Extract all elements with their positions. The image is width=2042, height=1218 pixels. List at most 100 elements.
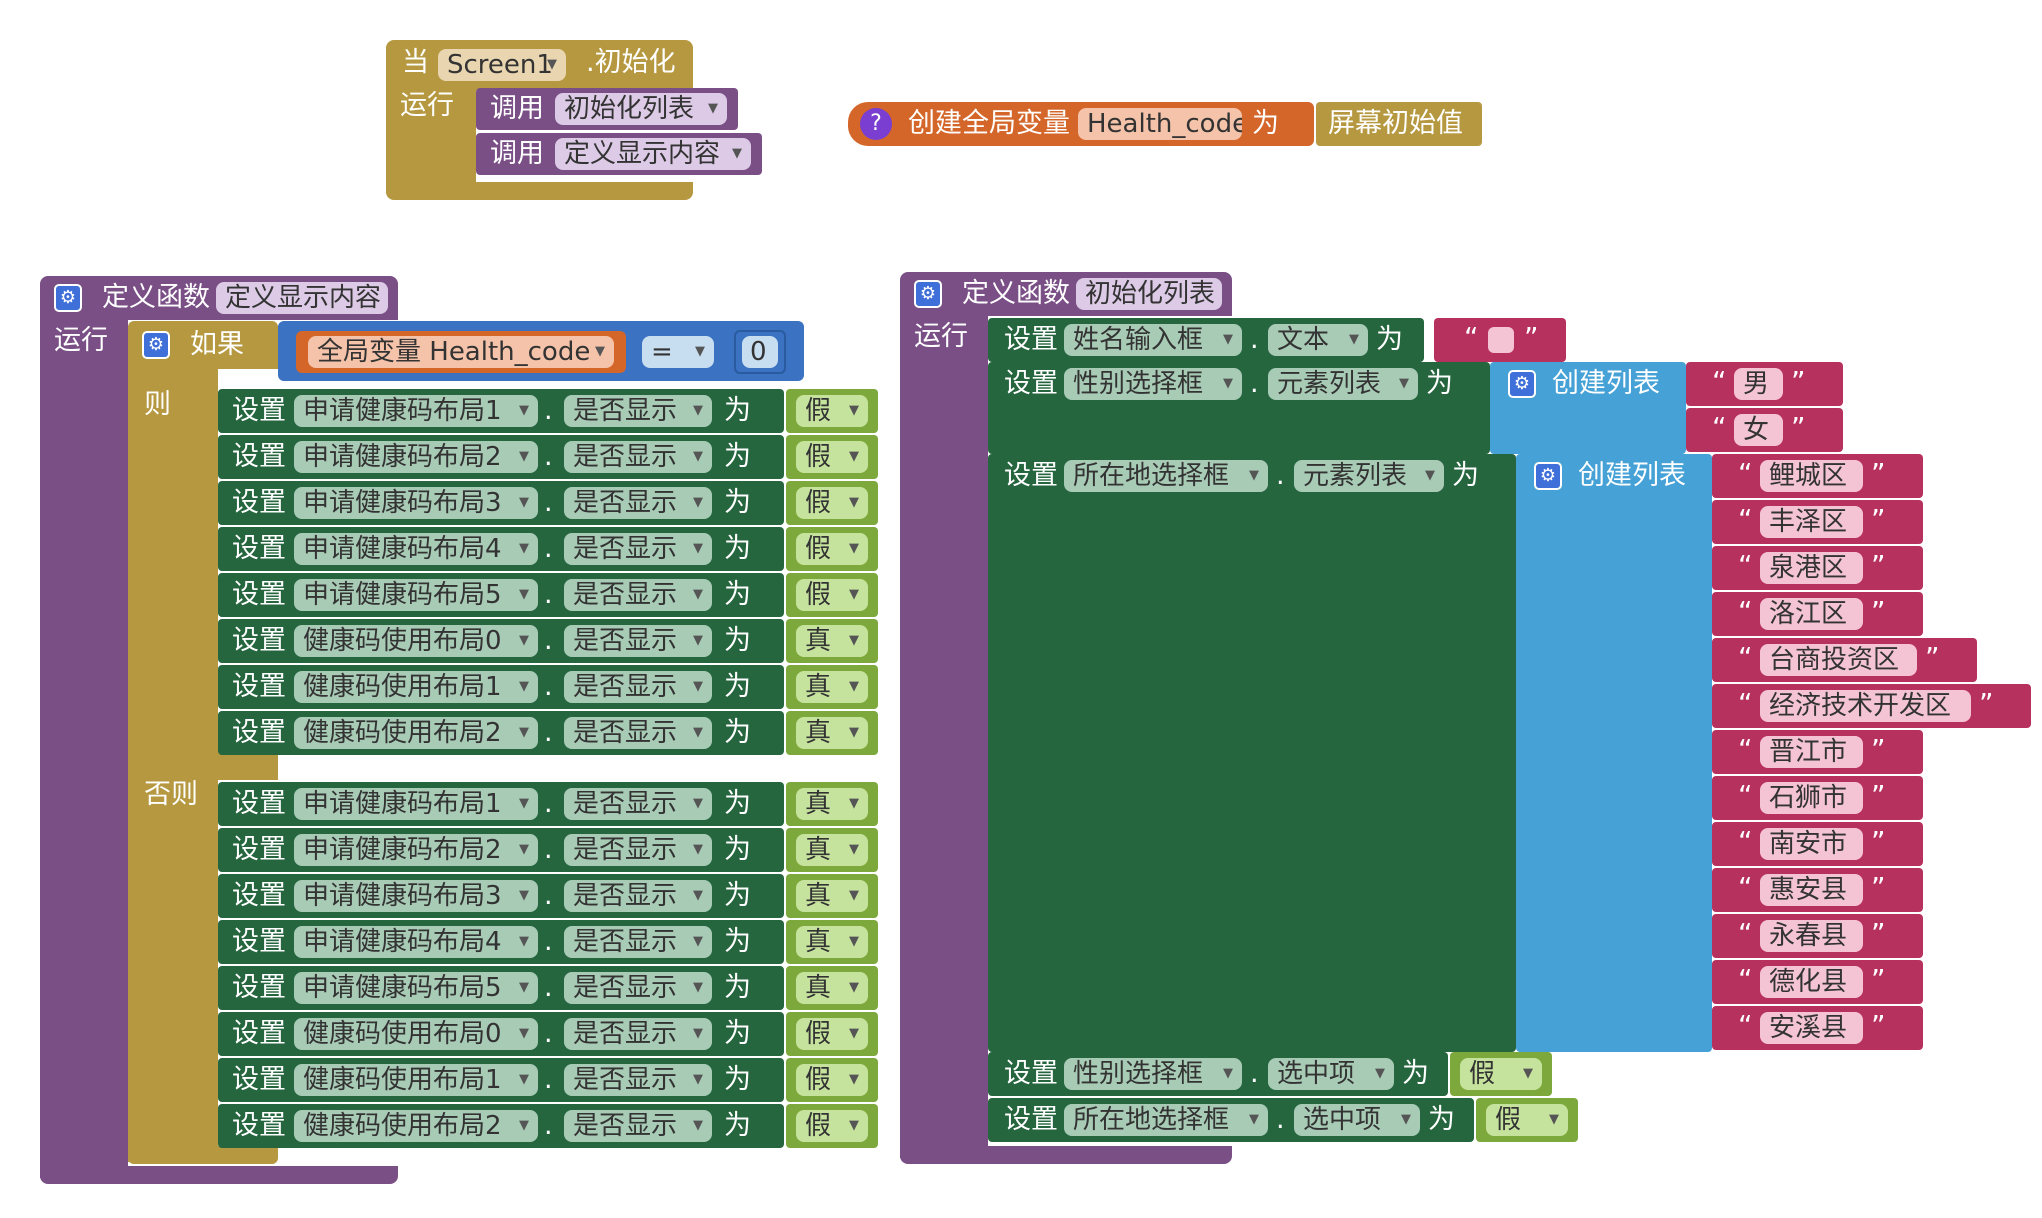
text-item-block[interactable]: “洛江区” (1712, 592, 1923, 636)
call-display-dropdown[interactable]: 定义显示内容 ▼ (555, 138, 751, 170)
property-dropdown[interactable]: 是否显示▼ (564, 487, 712, 519)
boolean-block[interactable]: 真▼ (786, 874, 878, 918)
text-item-field[interactable]: 德化县 (1760, 966, 1863, 998)
text-item-field[interactable]: 南安市 (1760, 828, 1863, 860)
set-visible-row[interactable]: 设置申请健康码布局5▼.是否显示▼为 (218, 966, 784, 1010)
set-location-selection-block[interactable]: 设置 所在地选择框 ▼ . 选中项 ▼ 为 (988, 1098, 1474, 1142)
component-dropdown[interactable]: 申请健康码布局3▼ (294, 487, 538, 519)
component-dropdown[interactable]: 健康码使用布局2▼ (294, 1110, 538, 1142)
gear-icon[interactable]: ⚙ (142, 331, 170, 359)
property-dropdown[interactable]: 是否显示▼ (564, 1064, 712, 1096)
text-item-block[interactable]: “台商投资区” (1712, 638, 1977, 682)
global-variable-name-field[interactable]: Health_code (1078, 108, 1242, 140)
text-item-block[interactable]: “女” (1686, 408, 1843, 452)
text-item-block[interactable]: “经济技术开发区” (1712, 684, 2031, 728)
property-dropdown[interactable]: 是否显示▼ (564, 533, 712, 565)
set-visible-row[interactable]: 设置健康码使用布局0▼.是否显示▼为 (218, 619, 784, 663)
compare-block[interactable]: 全局变量 Health_code ▼ = ▼ 0 (278, 321, 804, 381)
component-dropdown[interactable]: 健康码使用布局1▼ (294, 671, 538, 703)
text-item-block[interactable]: “德化县” (1712, 960, 1923, 1004)
boolean-dropdown[interactable]: 假▼ (796, 1110, 868, 1142)
boolean-dropdown[interactable]: 真▼ (796, 717, 868, 749)
set-visible-row[interactable]: 设置申请健康码布局4▼.是否显示▼为 (218, 527, 784, 571)
gear-icon[interactable]: ⚙ (54, 284, 82, 312)
boolean-block[interactable]: 假▼ (786, 389, 878, 433)
location-selection-component-dropdown[interactable]: 所在地选择框 ▼ (1064, 1104, 1268, 1136)
set-visible-row[interactable]: 设置健康码使用布局1▼.是否显示▼为 (218, 1058, 784, 1102)
text-item-field[interactable]: 惠安县 (1760, 874, 1863, 906)
text-item-block[interactable]: “鲤城区” (1712, 454, 1923, 498)
property-dropdown[interactable]: 是否显示▼ (564, 834, 712, 866)
text-item-field[interactable]: 永春县 (1760, 920, 1863, 952)
make-location-list-block[interactable]: ⚙ 创建列表 (1516, 454, 1712, 1052)
if-block[interactable]: ⚙ 如果 (128, 321, 278, 369)
boolean-block[interactable]: 假▼ (786, 481, 878, 525)
empty-text-block[interactable]: “ ” (1434, 318, 1566, 362)
set-visible-row[interactable]: 设置健康码使用布局2▼.是否显示▼为 (218, 1104, 784, 1148)
component-dropdown[interactable]: 申请健康码布局4▼ (294, 926, 538, 958)
screen1-dropdown[interactable]: Screen1 ▼ (438, 49, 566, 81)
set-visible-row[interactable]: 设置健康码使用布局1▼.是否显示▼为 (218, 665, 784, 709)
boolean-dropdown[interactable]: 真▼ (796, 788, 868, 820)
set-visible-row[interactable]: 设置申请健康码布局1▼.是否显示▼为 (218, 389, 784, 433)
set-visible-row[interactable]: 设置申请健康码布局3▼.是否显示▼为 (218, 874, 784, 918)
component-dropdown[interactable]: 申请健康码布局2▼ (294, 441, 538, 473)
text-item-block[interactable]: “泉港区” (1712, 546, 1923, 590)
location-property-dropdown[interactable]: 元素列表 ▼ (1294, 460, 1444, 492)
property-dropdown[interactable]: 是否显示▼ (564, 1110, 712, 1142)
gear-icon[interactable]: ⚙ (914, 280, 942, 308)
boolean-dropdown[interactable]: 假▼ (796, 487, 868, 519)
text-item-field[interactable]: 台商投资区 (1760, 644, 1917, 676)
text-item-field[interactable]: 丰泽区 (1760, 506, 1863, 538)
text-item-block[interactable]: “惠安县” (1712, 868, 1923, 912)
number-block[interactable]: 0 (734, 330, 786, 374)
property-dropdown[interactable]: 是否显示▼ (564, 926, 712, 958)
property-dropdown[interactable]: 是否显示▼ (564, 625, 712, 657)
call-init-list-dropdown[interactable]: 初始化列表 ▼ (555, 93, 727, 125)
component-dropdown[interactable]: 申请健康码布局1▼ (294, 395, 538, 427)
text-item-field[interactable]: 石狮市 (1760, 782, 1863, 814)
help-icon[interactable]: ? (860, 108, 892, 140)
boolean-dropdown[interactable]: 真▼ (796, 671, 868, 703)
set-visible-row[interactable]: 设置申请健康码布局2▼.是否显示▼为 (218, 828, 784, 872)
boolean-dropdown[interactable]: 真▼ (796, 926, 868, 958)
screen-initial-value-block[interactable]: 屏幕初始值 (1316, 102, 1482, 146)
text-item-field[interactable]: 鲤城区 (1760, 460, 1863, 492)
boolean-block[interactable]: 假▼ (786, 1104, 878, 1148)
text-item-block[interactable]: “南安市” (1712, 822, 1923, 866)
proc-init-header[interactable]: ⚙ 定义函数 初始化列表 (900, 272, 1232, 316)
set-visible-row[interactable]: 设置申请健康码布局2▼.是否显示▼为 (218, 435, 784, 479)
component-dropdown[interactable]: 健康码使用布局1▼ (294, 1064, 538, 1096)
screen-init-event-block[interactable]: 当 Screen1 ▼ .初始化 (386, 40, 693, 90)
text-item-field[interactable]: 女 (1734, 414, 1783, 446)
set-gender-list-block[interactable]: 设置 性别选择框 ▼ . 元素列表 ▼ 为 (988, 362, 1490, 454)
component-dropdown[interactable]: 申请健康码布局4▼ (294, 533, 538, 565)
text-item-field[interactable]: 泉港区 (1760, 552, 1863, 584)
gender-selection-component-dropdown[interactable]: 性别选择框 ▼ (1064, 1058, 1242, 1090)
make-gender-list-block[interactable]: ⚙ 创建列表 (1490, 362, 1686, 454)
name-input-component-dropdown[interactable]: 姓名输入框 ▼ (1064, 324, 1242, 356)
set-visible-row[interactable]: 设置健康码使用布局0▼.是否显示▼为 (218, 1012, 784, 1056)
boolean-dropdown[interactable]: 假▼ (796, 395, 868, 427)
text-item-block[interactable]: “安溪县” (1712, 1006, 1923, 1050)
component-dropdown[interactable]: 健康码使用布局2▼ (294, 717, 538, 749)
call-init-list-block[interactable]: 调用 初始化列表 ▼ (476, 88, 738, 130)
location-component-dropdown[interactable]: 所在地选择框 ▼ (1064, 460, 1268, 492)
property-dropdown[interactable]: 是否显示▼ (564, 717, 712, 749)
text-item-block[interactable]: “丰泽区” (1712, 500, 1923, 544)
boolean-block[interactable]: 真▼ (786, 782, 878, 826)
gender-component-dropdown[interactable]: 性别选择框 ▼ (1064, 368, 1242, 400)
gender-selection-property-dropdown[interactable]: 选中项 ▼ (1268, 1058, 1394, 1090)
property-dropdown[interactable]: 是否显示▼ (564, 441, 712, 473)
text-item-block[interactable]: “晋江市” (1712, 730, 1923, 774)
false-value-block[interactable]: 假 ▼ (1476, 1098, 1578, 1142)
boolean-block[interactable]: 真▼ (786, 665, 878, 709)
compare-operator-dropdown[interactable]: = ▼ (642, 336, 714, 368)
component-dropdown[interactable]: 健康码使用布局0▼ (294, 1018, 538, 1050)
boolean-block[interactable]: 真▼ (786, 619, 878, 663)
boolean-block[interactable]: 真▼ (786, 920, 878, 964)
proc-display-header[interactable]: ⚙ 定义函数 定义显示内容 (40, 276, 398, 320)
boolean-block[interactable]: 假▼ (786, 527, 878, 571)
boolean-dropdown[interactable]: 真▼ (796, 625, 868, 657)
component-dropdown[interactable]: 申请健康码布局1▼ (294, 788, 538, 820)
